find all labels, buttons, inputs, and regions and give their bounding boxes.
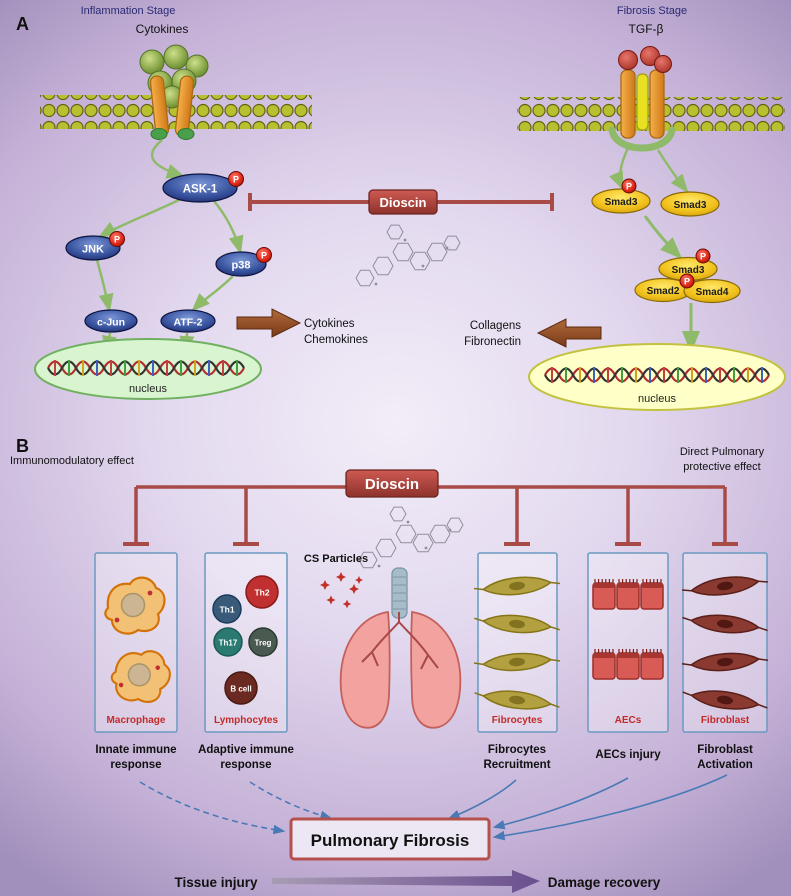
smad-complex-phospho-2: P (684, 277, 690, 287)
smad3-right-label: Smad3 (674, 200, 707, 211)
out-fibronectin-label: Fibronectin (464, 336, 521, 348)
adaptive-caption-1: Adaptive immune (198, 744, 294, 756)
bcell-label: B cell (230, 685, 251, 694)
inflammation-stage-title: Inflammation Stage (81, 5, 176, 17)
ask1-label: ASK-1 (183, 184, 218, 196)
nucleus-right-label: nucleus (638, 393, 676, 405)
smad-complex-smad3: Smad3 (672, 265, 705, 276)
fibroblast-box-label: Fibroblast (701, 715, 750, 726)
adaptive-caption-2: response (220, 759, 271, 771)
out-cytokines-label: Cytokines (304, 318, 355, 330)
signal-arrows-right (609, 147, 700, 354)
fibrocytes-box (477, 552, 558, 733)
smad-complex-smad4: Smad4 (696, 287, 729, 298)
dioscin-a-label: Dioscin (380, 195, 427, 210)
out-collagens-label: Collagens (470, 320, 521, 332)
cjun-oval: c-Jun (84, 309, 138, 333)
dioscin-structure-b (358, 506, 464, 569)
dioscin-structure-a (355, 224, 461, 287)
aecs-caption: AECs injury (595, 749, 661, 761)
jnk-phospho: P (114, 235, 120, 245)
panel-b: B Immunomodulatory effect Direct Pulmona… (10, 436, 770, 893)
macrophage-box-label: Macrophage (107, 715, 166, 726)
jnk-oval: JNK P (65, 231, 125, 261)
tissue-injury-label: Tissue injury (174, 875, 258, 890)
captions: Innate immune response Adaptive immune r… (95, 744, 753, 771)
innate-caption-1: Innate immune (95, 744, 176, 756)
cs-particles-label: CS Particles (304, 553, 368, 565)
smad3-right-oval: Smad3 (660, 191, 720, 217)
panel-a: A Inflammation Stage Fibrosis Stage Cyto… (16, 5, 786, 411)
fibrocytes-caption-2: Recruitment (483, 759, 550, 771)
dioscin-b-label: Dioscin (365, 476, 419, 493)
dioscin-box-a: Dioscin (368, 189, 438, 215)
smad-complex-smad2: Smad2 (647, 286, 680, 297)
fibrocytes-box-label: Fibrocytes (492, 715, 543, 726)
tgfb-receptor (608, 46, 676, 152)
aecs-box (587, 552, 669, 733)
cytokine-output-arrow (236, 308, 302, 338)
recovery-arrow (272, 870, 540, 893)
nucleus-left-label: nucleus (129, 383, 167, 395)
nucleus-left: nucleus (34, 338, 262, 400)
immunomodulatory-label: Immunomodulatory effect (10, 455, 134, 467)
out-chemokines-label: Chemokines (304, 334, 368, 346)
lungs-illustration (339, 567, 462, 729)
lymphocyte-cells: Th2 Th1 Th17 Treg B cell (212, 575, 279, 705)
fibroblast-caption-1: Fibroblast (697, 744, 753, 756)
nucleus-right: nucleus (528, 343, 786, 411)
pulmonary-fibrosis-box: Pulmonary Fibrosis (289, 817, 491, 861)
th2-label: Th2 (254, 588, 269, 598)
convergence-arrows (139, 774, 728, 841)
inhibition-bars-a (248, 193, 554, 211)
panel-b-letter: B (16, 436, 29, 456)
tgfb-label: TGF-β (629, 22, 664, 36)
dioscin-box-b: Dioscin (345, 469, 439, 498)
smad-complex-phospho-1: P (700, 252, 706, 262)
cytokines-ligand-label: Cytokines (136, 22, 189, 36)
p38-phospho: P (261, 251, 267, 261)
fibroblast-caption-2: Activation (697, 759, 753, 771)
atf2-label: ATF-2 (174, 317, 203, 329)
damage-recovery-label: Damage recovery (548, 875, 661, 890)
fibrosis-stage-title: Fibrosis Stage (617, 5, 687, 17)
smad-complex: Smad3 P Smad2 Smad4 P (634, 248, 741, 304)
ask1-phospho: P (233, 175, 239, 185)
treg-label: Treg (255, 639, 272, 648)
atf2-oval: ATF-2 (160, 309, 216, 333)
direct-effect-line1: Direct Pulmonary (680, 446, 765, 458)
smad3-left-label: Smad3 (605, 197, 638, 208)
collagen-output-arrow (536, 318, 602, 348)
smad3-left-phospho: P (626, 182, 632, 192)
cs-particles (320, 572, 363, 609)
smad3-left-oval: Smad3 P (591, 178, 651, 214)
ask1-oval: ASK-1 P (162, 171, 244, 203)
fibrocytes-caption-1: Fibrocytes (488, 744, 546, 756)
fibroblast-box (682, 552, 768, 733)
pulmonary-fibrosis-label: Pulmonary Fibrosis (311, 831, 470, 850)
innate-caption-2: response (110, 759, 161, 771)
panel-a-letter: A (16, 14, 29, 34)
p38-oval: p38 P (215, 247, 272, 277)
lymphocytes-box-label: Lymphocytes (214, 715, 279, 726)
th17-label: Th17 (219, 639, 238, 648)
cjun-label: c-Jun (97, 317, 125, 329)
jnk-label: JNK (82, 244, 104, 256)
p38-label: p38 (232, 260, 251, 272)
cytokine-receptor (149, 75, 195, 140)
th1-label: Th1 (219, 605, 234, 615)
direct-effect-line2: protective effect (683, 461, 760, 473)
aecs-box-label: AECs (615, 715, 642, 726)
